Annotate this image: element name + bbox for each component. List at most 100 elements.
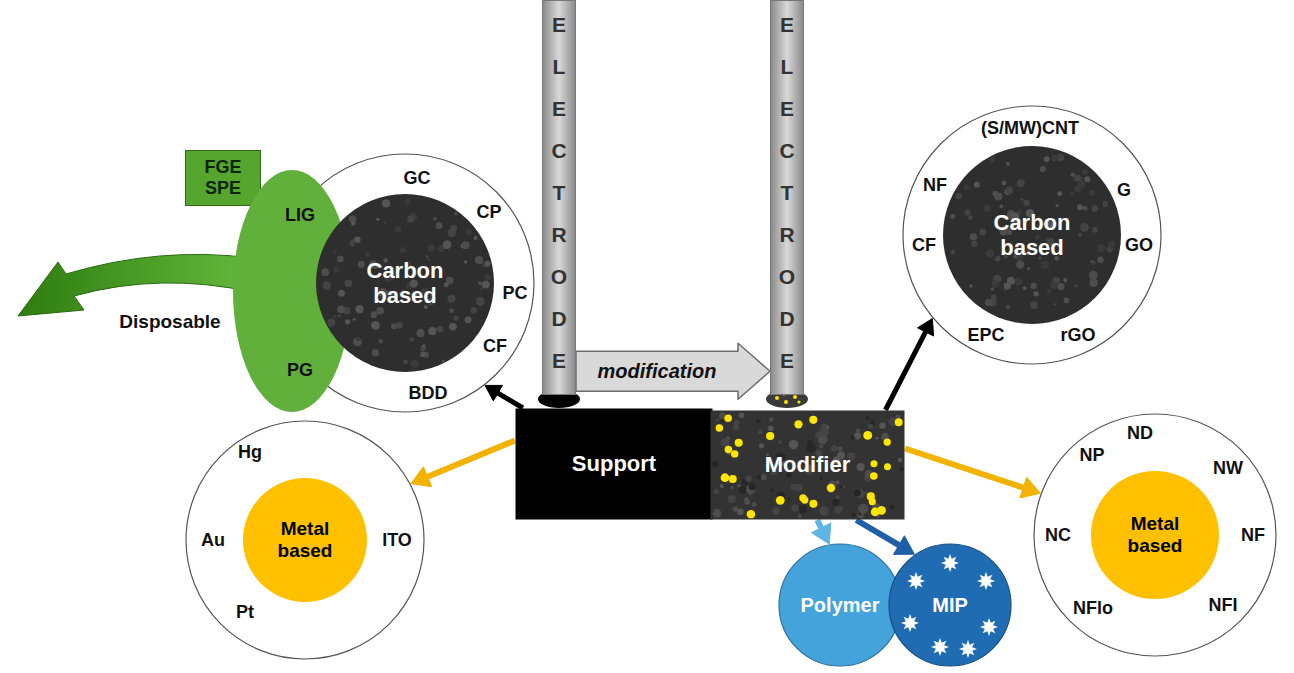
modifier-particles-dot bbox=[895, 418, 903, 426]
material-label: PG bbox=[287, 360, 313, 381]
carbon-texture-dot bbox=[470, 307, 477, 314]
carbon-texture-dot bbox=[1070, 192, 1074, 196]
carbon-texture-dot bbox=[444, 283, 449, 288]
carbon-texture-dot bbox=[898, 458, 903, 463]
arrow-shaft bbox=[817, 520, 821, 528]
carbon-texture-dot bbox=[1092, 227, 1098, 233]
modifier-particles-dot bbox=[735, 439, 743, 447]
material-label: CF bbox=[912, 235, 936, 256]
cavity-star bbox=[977, 572, 995, 590]
text-holder: Modifier bbox=[710, 410, 905, 520]
carbon-texture-dot bbox=[382, 199, 390, 207]
carbon-texture-dot bbox=[356, 337, 361, 342]
modifier-particles-dot bbox=[809, 416, 817, 424]
carbon-texture-dot bbox=[1057, 283, 1064, 290]
carbon-texture-dot bbox=[865, 416, 869, 420]
modifier-particles-dot bbox=[794, 420, 802, 428]
carbon-texture-dot bbox=[482, 281, 490, 289]
carbon-texture-dot bbox=[410, 337, 414, 341]
polymer-circle: Polymer bbox=[778, 543, 902, 667]
carbon-texture-dot bbox=[453, 316, 458, 321]
material-label: NFlo bbox=[1073, 598, 1113, 619]
carbon-texture-dot bbox=[890, 505, 894, 509]
carbon-texture bbox=[950, 154, 1115, 310]
arrow-head bbox=[918, 319, 934, 336]
block-arrow-body bbox=[576, 343, 770, 399]
carbon-texture-dot bbox=[1102, 201, 1108, 207]
cavity-star bbox=[931, 638, 949, 656]
arrow-shaft bbox=[905, 449, 1023, 488]
carbon-texture-dot bbox=[353, 318, 356, 321]
arrow-head bbox=[1020, 477, 1040, 498]
modifier-particles-dot bbox=[747, 510, 755, 518]
text-holder: ELECTRODE bbox=[542, 0, 576, 395]
carbon-texture-dot bbox=[745, 475, 751, 481]
carbon-texture-dot bbox=[806, 443, 816, 453]
carbon-texture-dot bbox=[1057, 191, 1062, 196]
carbon-texture-dot bbox=[1006, 305, 1011, 310]
arrow-shaft bbox=[856, 520, 899, 545]
carbon-texture-dot bbox=[450, 225, 457, 232]
carbon-texture-dot bbox=[836, 480, 840, 484]
carbon-texture-dot bbox=[403, 360, 408, 365]
carbon-texture-dot bbox=[791, 504, 799, 512]
arrow-shaft bbox=[428, 440, 515, 476]
carbon-texture-dot bbox=[819, 506, 829, 516]
carbon-texture-dot bbox=[971, 240, 977, 246]
material-ring: HgAuITOPtMetal based bbox=[185, 420, 425, 660]
label-anchor: BDD bbox=[409, 383, 448, 404]
carbon-texture-dot bbox=[1017, 179, 1025, 187]
text-holder: Polymer bbox=[778, 543, 902, 667]
carbon-texture-dot bbox=[345, 279, 353, 287]
material-label: NW bbox=[1213, 458, 1243, 479]
carbon-texture-dot bbox=[821, 423, 827, 429]
carbon-texture-dot bbox=[787, 498, 790, 501]
node-label: Carbon based bbox=[345, 258, 465, 309]
carbon-texture-dot bbox=[963, 185, 969, 191]
carbon-texture-dot bbox=[372, 349, 379, 356]
carbon-texture-dot bbox=[449, 323, 457, 331]
material-label: GC bbox=[404, 168, 431, 189]
carbon-circle-fill bbox=[316, 194, 494, 372]
carbon-texture-dot bbox=[756, 419, 760, 423]
carbon-texture-dot bbox=[968, 215, 973, 220]
metal-circle-fill bbox=[243, 478, 367, 602]
carbon-texture-dot bbox=[1092, 261, 1096, 265]
carbon-texture-dot bbox=[1081, 224, 1089, 232]
carbon-texture-dot bbox=[991, 287, 995, 291]
carbon-texture-dot bbox=[1092, 205, 1099, 212]
text-holder: Support bbox=[515, 408, 713, 520]
carbon-texture-dot bbox=[1097, 257, 1103, 263]
text-holder: MIP bbox=[888, 543, 1012, 667]
material-label: Pt bbox=[236, 602, 254, 623]
carbon-texture-dot bbox=[752, 502, 757, 507]
modifier-particles-dot bbox=[725, 446, 732, 453]
metal-circle: Metal based bbox=[1090, 470, 1220, 600]
material-label: EPC bbox=[967, 325, 1004, 346]
electrode-label: ELECTRODE bbox=[549, 4, 570, 382]
carbon-texture-dot bbox=[832, 499, 839, 506]
node-label: MIP bbox=[932, 594, 968, 617]
disposable-box: FGE SPE bbox=[185, 150, 261, 206]
support-box-fill bbox=[516, 409, 713, 520]
carbon-texture-dot bbox=[1070, 172, 1075, 177]
carbon-texture-dot bbox=[716, 419, 719, 422]
label-anchor: Au bbox=[201, 530, 225, 551]
carbon-texture-dot bbox=[327, 319, 335, 327]
carbon-texture-dot bbox=[980, 229, 987, 236]
carbon-texture-dot bbox=[950, 214, 955, 219]
node-label: FGE SPE bbox=[185, 157, 261, 198]
modifier-box-fill bbox=[711, 411, 905, 520]
modifier-particles-dot bbox=[809, 500, 817, 508]
carbon-texture-dot bbox=[749, 491, 753, 495]
carbon-texture-dot bbox=[396, 322, 403, 329]
carbon-texture-dot bbox=[1002, 181, 1007, 186]
carbon-texture-dot bbox=[1078, 181, 1085, 188]
carbon-texture-dot bbox=[992, 280, 1000, 288]
carbon-texture-dot bbox=[858, 513, 861, 516]
carbon-texture-dot bbox=[433, 217, 436, 220]
carbon-texture-dot bbox=[1084, 176, 1090, 182]
carbon-texture-dot bbox=[798, 514, 802, 518]
carbon-texture-dot bbox=[384, 222, 387, 225]
carbon-texture-dot bbox=[337, 305, 345, 313]
